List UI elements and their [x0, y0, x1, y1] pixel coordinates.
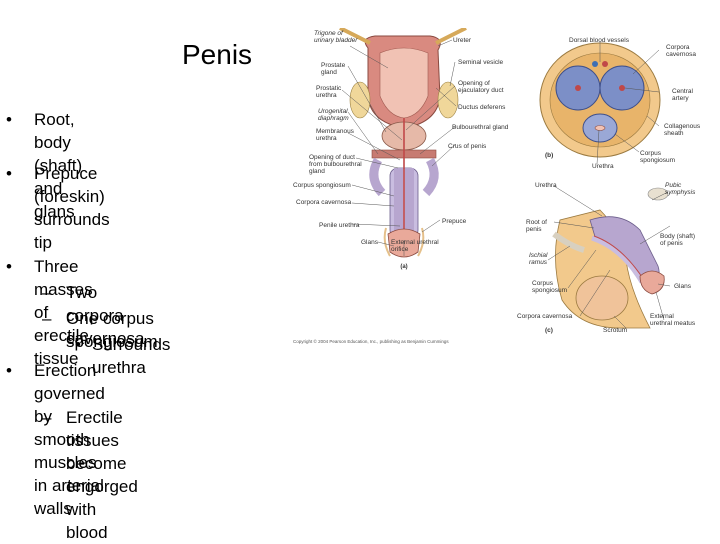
seminal-vesicle-left: [349, 81, 371, 119]
label-bulbourethral-gland: Bulbourethral gland: [452, 124, 509, 131]
anatomy-figure-b-cross-section: [539, 42, 661, 165]
label-external-urethral-orifice: External urethral orifice: [391, 239, 439, 253]
bullet-text: Three masses of erectile tissue: [34, 257, 93, 368]
central-artery-right: [619, 85, 625, 91]
leader-lines-a: [341, 39, 457, 256]
urethra-b: [594, 125, 606, 131]
label-bulbourethral-duct: Opening of duct from bulbourethral gland: [309, 154, 362, 175]
label-body-shaft: Body (shaft) of penis: [660, 233, 696, 247]
label-urogenital-diaphragm: Urogenital diaphragm: [318, 108, 349, 122]
scrotum: [575, 275, 629, 321]
label-prostate-gland: Prostate gland: [321, 62, 346, 76]
label-ejaculatory-duct: Opening of ejaculatory duct: [458, 80, 504, 94]
prepuce-left: [383, 227, 391, 257]
label-corpus-spongiosum-b: Corpus spongiosum: [640, 150, 676, 164]
subbullet-text: Erectile tissues become engorged with bl…: [66, 408, 138, 542]
label-seminal-vesicle: Seminal vesicle: [458, 59, 504, 66]
label-root-of-penis: Root of penis: [526, 219, 547, 233]
label-dorsal-blood-vessels: Dorsal blood vessels: [569, 37, 629, 44]
subbullet-marker: –: [42, 408, 52, 427]
subbullet-marker: –: [42, 283, 52, 302]
leader-lines-c: [547, 185, 671, 329]
glans-c: [639, 270, 665, 295]
label-prepuce: Prepuce: [442, 218, 467, 225]
panel-label-b: (b): [545, 152, 554, 159]
subbullet-text: One corpus spongiosum: [66, 309, 158, 351]
panel-label-c: (c): [545, 327, 553, 334]
bullet-marker: •: [6, 110, 12, 129]
label-penile-urethra: Penile urethra: [319, 222, 360, 229]
slide-title: Penis: [182, 39, 253, 70]
subbullet-marker: –: [42, 309, 52, 328]
corpus-spongiosum-c: [591, 235, 645, 284]
subbullet-text: Two corpora cavernosa: [66, 283, 145, 348]
central-artery-left: [575, 85, 581, 91]
bladder-lumen: [379, 47, 429, 119]
label-corpus-spongiosum-a: Corpus spongiosum: [293, 182, 351, 189]
pubic-symphysis: [647, 187, 669, 201]
label-pubic-symphysis: Pubic symphysis: [665, 182, 696, 196]
panel-label-a: (a): [400, 264, 407, 270]
label-ureter: Ureter: [453, 37, 472, 44]
prepuce-right: [417, 227, 425, 257]
label-ductus-deferens: Ductus deferens: [458, 104, 506, 111]
leader-lines-b: [596, 42, 660, 165]
label-central-artery: Central artery: [672, 88, 693, 102]
corpus-cavernosum-left: [394, 168, 403, 236]
dorsal-vein: [592, 61, 598, 67]
bullet-marker: •: [6, 257, 12, 276]
label-glans-a: Glans: [361, 239, 378, 246]
urethra-c: [593, 235, 645, 281]
label-membranous-urethra: Membranous urethra: [316, 128, 354, 142]
label-ischial-ramus: Ischial ramus: [529, 252, 548, 266]
label-urethra-c: Urethra: [535, 182, 557, 189]
bullet-text: Root, body (shaft) and glans: [34, 110, 83, 221]
label-prostatic-urethra: Prostatic urethra: [316, 85, 342, 99]
label-urethra-b: Urethra: [592, 163, 614, 170]
label-corpora-cavernosa-c: Corpora cavernosa: [517, 313, 573, 320]
label-corpora-cavernosa-a: Corpora cavernosa: [296, 199, 352, 206]
bullet-marker: •: [6, 164, 12, 183]
label-trigone: Trigone of urinary bladder: [314, 30, 358, 44]
seminal-vesicle-right: [437, 81, 459, 119]
ureter-right: [435, 28, 467, 45]
label-corpus-spongiosum-c: Corpus spongiosum: [532, 280, 568, 294]
bullet-text: Prepuce (foreskin) surrounds tip: [34, 164, 110, 252]
label-scrotum: Scrotum: [603, 327, 628, 334]
subsubbullet-marker: •: [75, 335, 81, 354]
ureter-left: [339, 28, 371, 45]
ischial-ramus: [552, 231, 585, 253]
dorsal-artery: [602, 61, 608, 67]
bullet-marker: •: [6, 361, 12, 380]
bullet-text: Erection governed by smooth muscles in a…: [34, 361, 105, 518]
label-crus-of-penis: Crus of penis: [448, 143, 487, 150]
label-collagenous-sheath: Collagenous sheath: [664, 123, 701, 137]
label-corpora-cavernosa-b: Corpora cavernosa: [666, 44, 696, 58]
anatomy-figure-a: (a): [339, 28, 467, 270]
figure-credit: Copyright © 2004 Pearson Education, Inc.…: [293, 339, 449, 344]
subsubbullet-text: Surrounds urethra: [92, 335, 171, 377]
label-external-urethral-meatus: External urethral meatus: [650, 313, 696, 327]
anatomy-figure-c-lateral: [547, 185, 671, 329]
crus-left: [369, 157, 386, 197]
corpus-cavernosum-right: [405, 168, 414, 236]
label-glans-c: Glans: [674, 283, 691, 290]
crus-right: [422, 157, 439, 197]
